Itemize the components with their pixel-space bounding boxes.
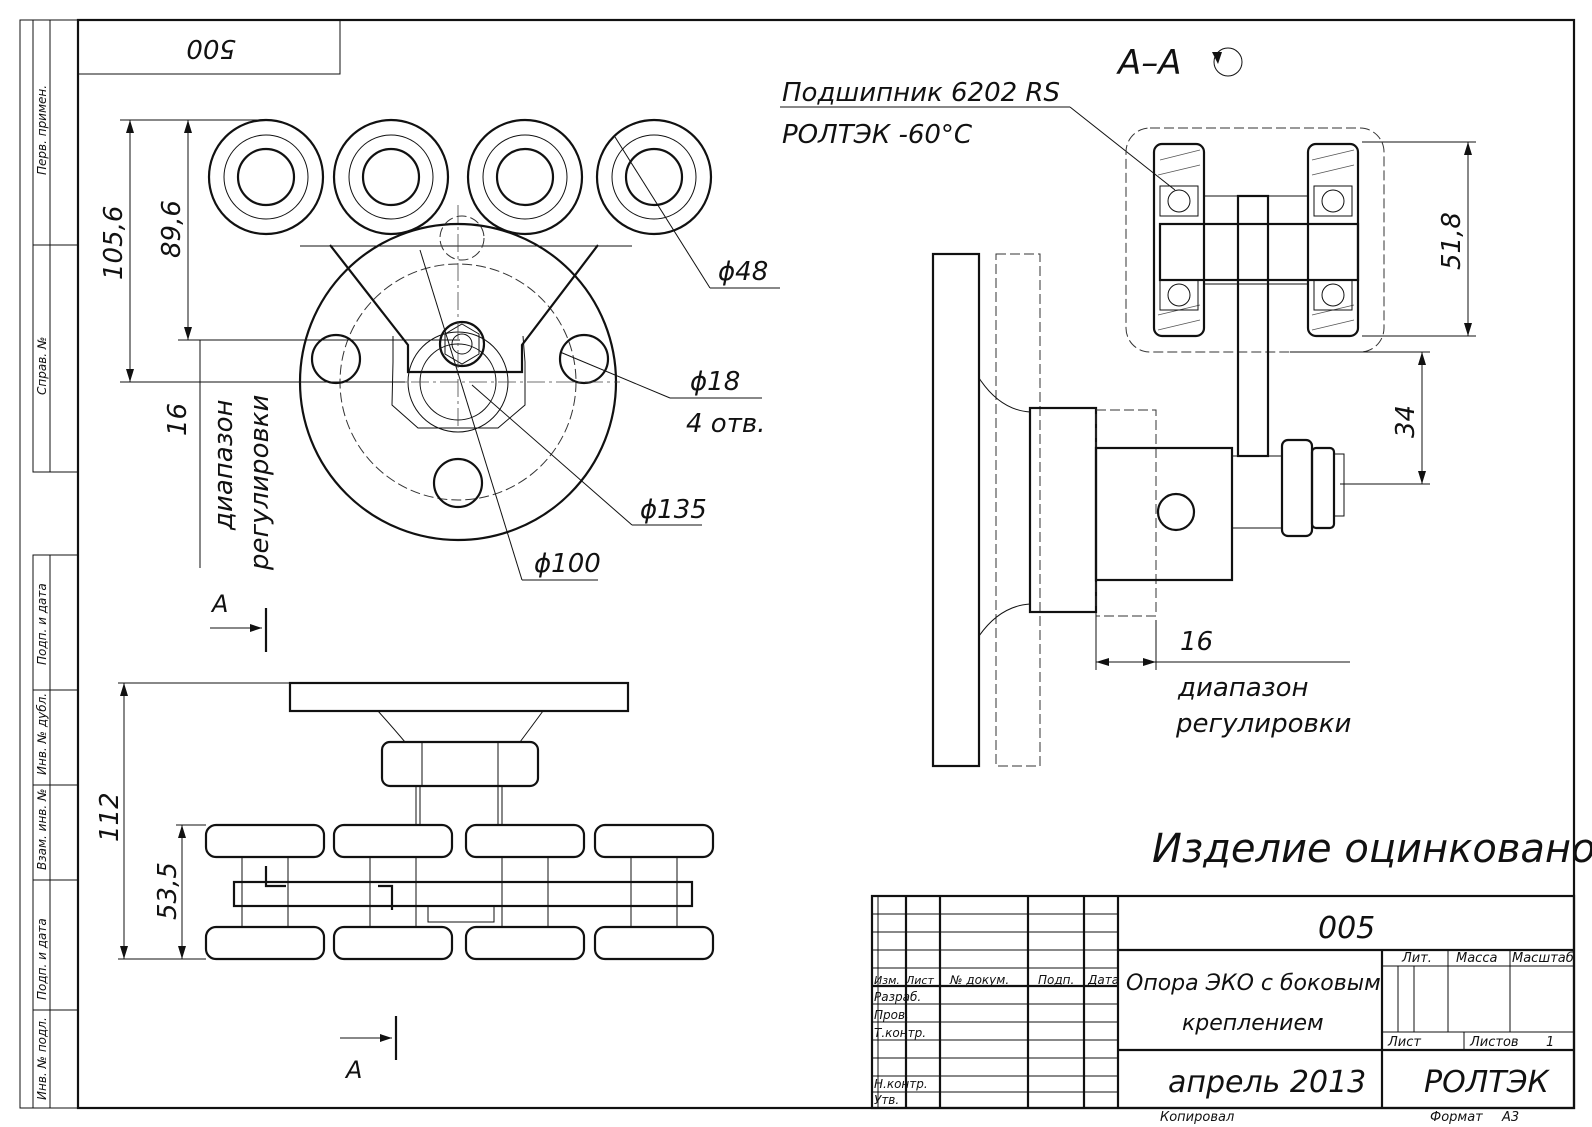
kopiroval-label: Копировал	[1160, 1110, 1234, 1125]
masshtab-label: Масштаб	[1512, 951, 1574, 966]
range-right-2: регулировки	[1175, 709, 1351, 739]
format-label: Формат	[1430, 1110, 1483, 1125]
format-value: А3	[1501, 1110, 1519, 1125]
listov-label: Листов	[1469, 1035, 1519, 1050]
left-strip-label: Подп. и дата	[35, 918, 49, 1000]
section-marker-bottom: А	[340, 1016, 398, 1084]
note-galvanized: Изделие оцинковано	[1152, 826, 1592, 872]
dim-112: 112	[95, 792, 125, 842]
left-strip-label: Инв. № подл.	[35, 1017, 49, 1100]
title-block: 005 Опора ЭКО с боковым креплением апрел…	[870, 894, 1576, 1110]
dim-51: 51,8	[1437, 212, 1467, 270]
dim-100: ϕ100	[534, 549, 601, 579]
section-view-a-a: А–А Подшипник 6202 RS РОЛТЭК -60°С	[780, 43, 1476, 768]
date-label: апрель 2013	[1168, 1065, 1366, 1100]
dim-48: ϕ48	[718, 257, 768, 287]
front-view: 112 53,5	[95, 681, 715, 961]
range-left-2: регулировки	[245, 395, 275, 571]
product-name-line1: Опора ЭКО с боковым	[1126, 971, 1381, 996]
col-podp: Подп.	[1038, 973, 1074, 987]
section-marker-top: А	[210, 590, 268, 652]
left-strip-label: Справ. №	[35, 337, 49, 395]
list-label: Лист	[1387, 1035, 1421, 1050]
top-left-stamp: 500	[186, 33, 236, 63]
dim-135: ϕ135	[640, 495, 707, 525]
col-izm: Изм.	[874, 974, 900, 987]
rotation-icon	[1212, 47, 1243, 77]
left-strip-label: Взам. инв. №	[35, 789, 49, 870]
lit-label: Лит.	[1401, 951, 1432, 966]
holes-note: 4 отв.	[686, 409, 765, 439]
left-strip-label: Подп. и дата	[35, 583, 49, 665]
bearing-note-line1: Подшипник 6202 RS	[782, 78, 1060, 108]
product-name-line2: креплением	[1182, 1011, 1324, 1036]
drawing-frame: Перв. примен. Справ. № Подп. и дата Инв.…	[19, 18, 1576, 1110]
left-strip-label: Перв. примен.	[35, 85, 49, 175]
dim-34: 34	[1391, 405, 1421, 438]
col-data: Дата	[1087, 973, 1119, 987]
row-razrab: Разраб.	[874, 990, 921, 1004]
row-nkontr: Н.контр.	[874, 1077, 928, 1091]
organization: РОЛТЭК	[1424, 1065, 1551, 1100]
dim-105: 105,6	[99, 206, 129, 280]
dim-18: ϕ18	[690, 367, 740, 397]
row-prov: Пров.	[874, 1008, 909, 1022]
dim-53: 53,5	[153, 862, 183, 920]
range-left-1: диапазон	[209, 400, 239, 531]
row-tkontr: Т.контр.	[874, 1026, 926, 1040]
massa-label: Масса	[1456, 951, 1497, 966]
dim-89: 89,6	[157, 200, 187, 258]
col-doc: № докум.	[949, 973, 1009, 987]
bearing-note-line2: РОЛТЭК -60°С	[782, 120, 973, 150]
dim-16-right: 16	[1180, 627, 1213, 657]
left-strip-label: Инв. № дубл.	[35, 693, 49, 775]
top-view: 105,6 89,6 ϕ48 ϕ18 4 отв. ϕ135 ϕ100 16 д…	[99, 118, 780, 581]
section-marker-letter: А	[210, 590, 228, 618]
section-title: А–А	[1116, 43, 1182, 83]
col-list: Лист	[905, 974, 934, 987]
dim-16-left: 16	[163, 403, 193, 436]
row-utv: Утв.	[874, 1093, 899, 1107]
listov-value: 1	[1546, 1035, 1554, 1050]
section-marker-letter: А	[344, 1056, 362, 1084]
range-right-1: диапазон	[1177, 673, 1308, 703]
designation: 005	[1318, 911, 1375, 946]
